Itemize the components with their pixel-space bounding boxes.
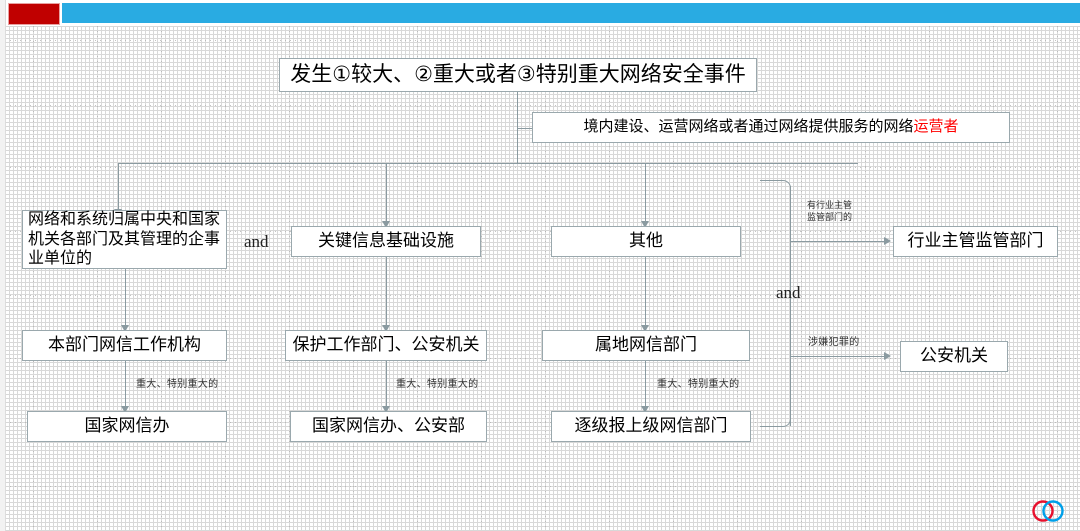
- connector-drop-right: [645, 163, 646, 222]
- grid-line-h: [5, 40, 1080, 41]
- grid-line-v: [289, 26, 290, 531]
- grid-line-v: [1057, 26, 1058, 531]
- grid-line-v: [161, 26, 162, 531]
- arrowhead-middle-branch: [382, 221, 390, 228]
- box-national-cyber-and-mps-label: 国家网信办、公安部: [312, 416, 465, 436]
- box-incident-title-label: 发生①较大、②重大或者③特别重大网络安全事件: [290, 63, 746, 87]
- box-local-cyber-dept[interactable]: 属地网信部门: [542, 330, 750, 361]
- box-local-cyber-dept-label: 属地网信部门: [595, 335, 697, 355]
- connector-to-industry-dept: [790, 241, 885, 242]
- arrowhead-col2-b: [382, 406, 390, 413]
- box-network-operator-label: 境内建设、运营网络或者通过网络提供服务的网络运营者: [583, 118, 958, 136]
- grid-line-v: [417, 26, 418, 531]
- label-major-severe-right: 重大、特别重大的: [657, 379, 740, 390]
- grid-line-v: [33, 26, 34, 531]
- connector-elbow-bottom-right: [760, 410, 791, 427]
- box-dept-cyber-office-label: 本部门网信工作机构: [48, 335, 201, 355]
- topbar-red-block: [8, 3, 60, 25]
- connector-right-bus: [790, 186, 791, 426]
- grid-line-v: [801, 26, 802, 531]
- label-major-severe-left: 重大、特别重大的: [136, 379, 219, 390]
- box-branch-other-label: 其他: [629, 231, 663, 251]
- two-circles-logo: [1032, 500, 1064, 522]
- operator-prefix-text: 境内建设、运营网络或者通过网络提供服务的网络: [583, 119, 914, 136]
- grid-line-v: [929, 26, 930, 531]
- grid-line-v: [737, 26, 738, 531]
- arrowhead-col3-b: [641, 406, 649, 413]
- box-branch-central-agency-label: 网络和系统归属中央和国家机关各部门及其管理的企事业单位的: [28, 211, 221, 268]
- arrowhead-col3-a: [641, 325, 649, 332]
- grid-line-v: [545, 26, 546, 531]
- connector-to-operator-box: [517, 128, 532, 129]
- box-incident-title[interactable]: 发生①较大、②重大或者③特别重大网络安全事件: [279, 58, 757, 92]
- arrowhead-right-branch: [641, 221, 649, 228]
- box-protection-and-police[interactable]: 保护工作部门、公安机关: [285, 330, 487, 361]
- grid-line-h: [5, 295, 1080, 296]
- box-report-upper-cyber-dept[interactable]: 逐级报上级网信部门: [551, 411, 751, 442]
- grid-line-v: [865, 26, 866, 531]
- box-public-security-organ-label: 公安机关: [920, 346, 988, 366]
- box-report-upper-cyber-dept-label: 逐级报上级网信部门: [574, 416, 728, 436]
- box-protection-and-police-label: 保护工作部门、公安机关: [292, 335, 480, 355]
- box-national-cyber-admin[interactable]: 国家网信办: [27, 411, 227, 442]
- arrowhead-industry-dept: [884, 237, 891, 245]
- connector-drop-left: [118, 163, 119, 210]
- box-branch-other[interactable]: 其他: [551, 226, 741, 257]
- grid-line-v: [481, 26, 482, 531]
- box-national-cyber-admin-label: 国家网信办: [84, 416, 170, 436]
- connector-drop-middle: [386, 163, 387, 222]
- grid-line-h: [5, 167, 1080, 168]
- box-branch-critical-infra-label: 关键信息基础设施: [318, 231, 454, 251]
- label-suspected-crime: 涉嫌犯罪的: [808, 337, 860, 348]
- grid-line-v: [353, 26, 354, 531]
- arrowhead-col1-a: [121, 325, 129, 332]
- label-and-right: and: [776, 283, 801, 302]
- grid-line-v: [97, 26, 98, 531]
- arrowhead-col2-a: [382, 325, 390, 332]
- logo-left-circle: [1032, 500, 1054, 522]
- box-branch-critical-infra[interactable]: 关键信息基础设施: [291, 226, 481, 257]
- connector-col1-a: [125, 269, 126, 326]
- label-has-industry-supervisor: 有行业主管 监管部门的: [807, 199, 887, 223]
- grid-line-h: [5, 422, 1080, 423]
- connector-col1-b: [125, 361, 126, 407]
- box-national-cyber-and-mps[interactable]: 国家网信办、公安部: [290, 411, 487, 442]
- grid-line-h: [5, 231, 1080, 232]
- arrowhead-col1-b: [121, 406, 129, 413]
- connector-col3-b: [645, 361, 646, 407]
- box-industry-supervisor[interactable]: 行业主管监管部门: [893, 226, 1058, 257]
- topbar-blue-band: [62, 3, 1080, 23]
- label-major-severe-middle: 重大、特别重大的: [396, 379, 479, 390]
- logo-right-circle: [1042, 500, 1064, 522]
- arrowhead-public-security: [884, 352, 891, 360]
- label-has-industry-supervisor-l2: 监管部门的: [807, 212, 853, 223]
- grid-line-h: [5, 105, 1080, 106]
- left-edge-strip: [0, 0, 6, 531]
- grid-line-v: [673, 26, 674, 531]
- connector-col2-b: [386, 361, 387, 407]
- grid-line-v: [993, 26, 994, 531]
- operator-highlight-text: 运营者: [913, 119, 959, 136]
- box-network-operator[interactable]: 境内建设、运营网络或者通过网络提供服务的网络运营者: [532, 112, 1010, 143]
- grid-line-h: [5, 486, 1080, 487]
- box-dept-cyber-office[interactable]: 本部门网信工作机构: [22, 330, 227, 361]
- box-branch-central-agency[interactable]: 网络和系统归属中央和国家机关各部门及其管理的企事业单位的: [22, 210, 227, 269]
- connector-title-down: [517, 92, 518, 163]
- grid-line-v: [225, 26, 226, 531]
- connector-col2-a: [386, 257, 387, 326]
- connector-col3-a: [645, 257, 646, 326]
- connector-branch-bus: [118, 163, 858, 164]
- box-public-security-organ[interactable]: 公安机关: [900, 341, 1008, 372]
- connector-elbow-top-right: [760, 180, 791, 201]
- box-industry-supervisor-label: 行业主管监管部门: [907, 231, 1044, 251]
- grid-line-v: [609, 26, 610, 531]
- dotted-grid-background: [5, 26, 1080, 531]
- label-and-left: and: [244, 232, 269, 251]
- connector-to-public-security: [790, 356, 885, 357]
- label-has-industry-supervisor-l1: 有行业主管: [807, 200, 853, 210]
